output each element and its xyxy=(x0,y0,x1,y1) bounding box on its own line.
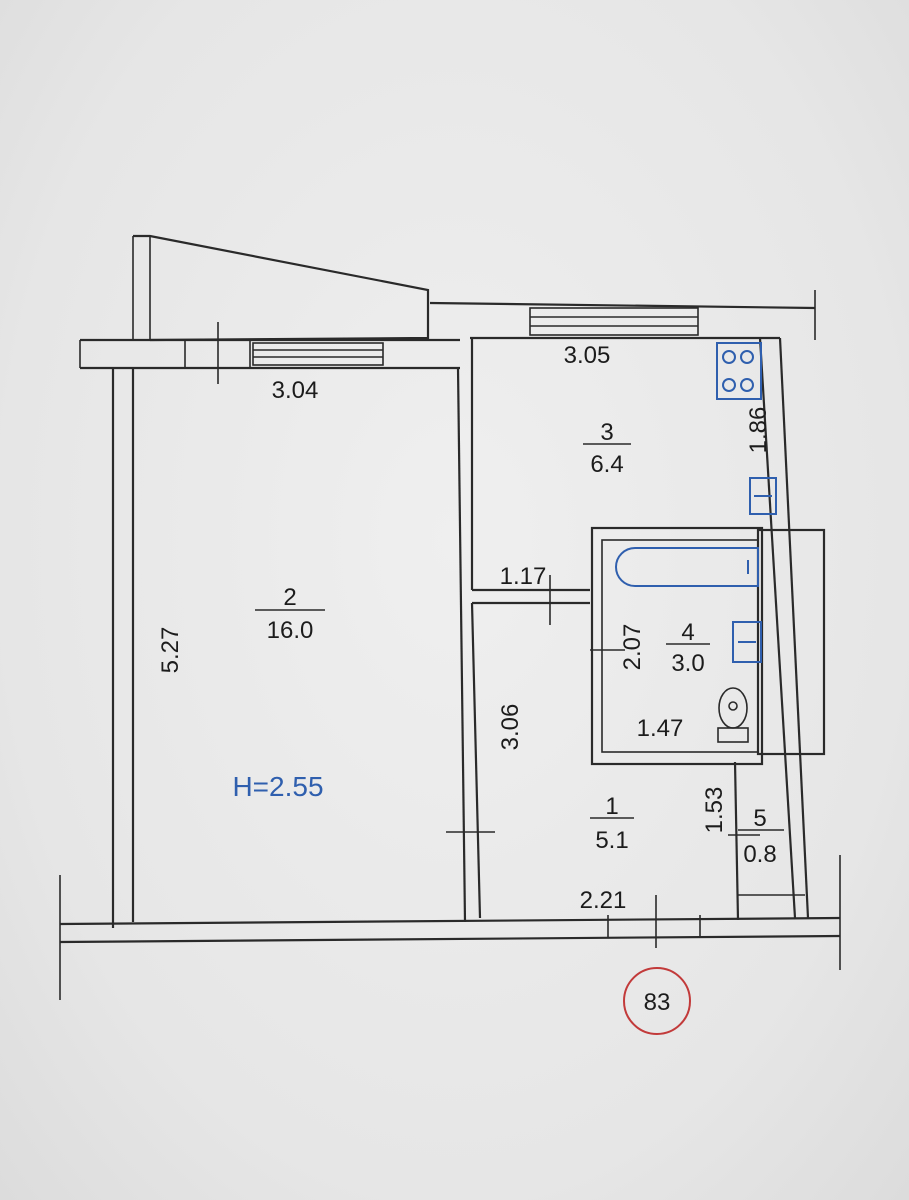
dim-room3-depth: 1.86 xyxy=(745,407,772,454)
room-4-label: 4 3.0 xyxy=(666,619,710,677)
sink-icon xyxy=(749,477,777,515)
room-4-area: 3.0 xyxy=(671,650,704,677)
apartment-number-badge: 83 xyxy=(623,967,691,1035)
dim-hall-width: 2.21 xyxy=(580,887,627,914)
room-3-label: 3 6.4 xyxy=(583,419,631,478)
left-wall xyxy=(111,368,135,928)
top-wall-right xyxy=(429,290,816,340)
room-3-number: 3 xyxy=(600,419,613,446)
right-wall xyxy=(758,337,810,919)
room-3-area: 6.4 xyxy=(590,451,623,478)
dim-hall-length: 3.06 xyxy=(497,704,524,751)
room-5-number: 5 xyxy=(753,805,766,832)
dim-room3-width: 3.05 xyxy=(564,342,611,369)
wc-walls xyxy=(728,761,805,921)
room-1-label: 1 5.1 xyxy=(590,793,634,854)
ceiling-height: H=2.55 xyxy=(232,771,323,802)
toilet-icon xyxy=(717,687,749,743)
dim-corridor-width: 1.17 xyxy=(500,563,547,590)
room-5-area: 0.8 xyxy=(743,841,776,868)
dim-room2-width: 3.04 xyxy=(272,377,319,404)
room-1-number: 1 xyxy=(605,793,618,820)
room-2-number: 2 xyxy=(283,584,296,611)
bottom-wall xyxy=(59,855,841,1000)
room-2-area: 16.0 xyxy=(267,617,314,644)
dim-bath-height: 2.07 xyxy=(619,624,646,671)
room-2-label: 2 16.0 xyxy=(255,584,325,644)
dim-room2-length: 5.27 xyxy=(157,627,184,674)
partition-center xyxy=(446,338,590,923)
dim-bath-width: 1.47 xyxy=(637,715,684,742)
room-5-label: 5 0.8 xyxy=(738,805,784,868)
apartment-number: 83 xyxy=(644,989,671,1016)
room-4-number: 4 xyxy=(681,619,694,646)
bathtub-icon xyxy=(615,547,759,587)
balcony xyxy=(132,234,430,342)
stove-icon xyxy=(716,342,762,400)
top-wall-left xyxy=(79,322,460,384)
washbasin-icon xyxy=(732,621,762,663)
dim-wc-length: 1.53 xyxy=(701,787,728,834)
room-1-area: 5.1 xyxy=(595,827,628,854)
